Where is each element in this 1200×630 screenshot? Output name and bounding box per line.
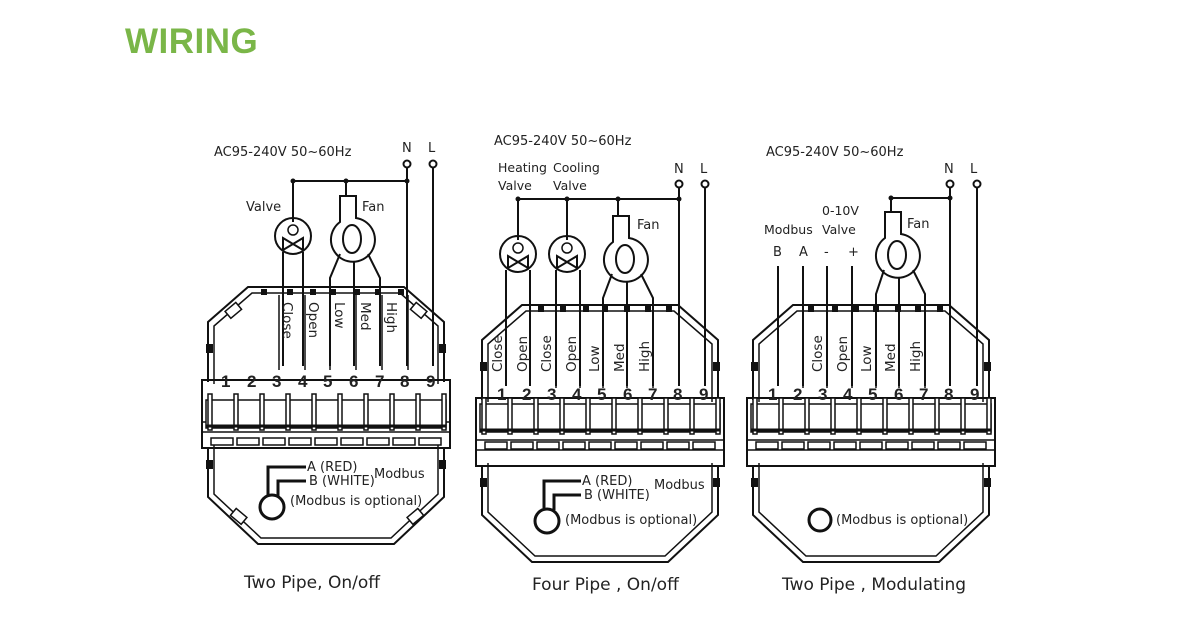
terminal-number: 2 <box>247 372 256 391</box>
pin-minus-label: - <box>824 245 829 260</box>
terminal-label-close: Close <box>490 335 506 372</box>
modbus-optional-note: (Modbus is optional) <box>836 513 968 528</box>
pin-plus-label: + <box>848 245 859 260</box>
valve-label: Valve <box>822 222 856 237</box>
terminal-number: 1 <box>497 385 506 404</box>
cooling-valve-label: Cooling <box>553 160 600 175</box>
valve-motor-icon <box>274 217 312 255</box>
terminal-number: 8 <box>944 385 953 404</box>
modbus-label: Modbus <box>374 467 425 482</box>
diagram-caption: Four Pipe , On/off <box>532 575 680 595</box>
page-title: WIRING <box>125 22 259 61</box>
terminal-label-close: Close <box>539 335 555 372</box>
terminal-label-low: Low <box>331 302 347 329</box>
cooling-valve-label-2: Valve <box>553 178 587 193</box>
neutral-label: N <box>674 162 684 177</box>
terminal-number: 6 <box>894 385 903 404</box>
diagram-two-pipe-modulating: AC95-240V 50~60Hz N L 0-10V Modbus Valve… <box>746 145 996 595</box>
cooling-valve-icon <box>548 235 586 273</box>
heating-valve-label: Heating <box>498 160 547 175</box>
fan-label: Fan <box>907 217 930 232</box>
diagram-two-pipe-onoff: AC95-240V 50~60Hz N L Valve Fan Close Op <box>201 141 451 593</box>
terminal-label-med: Med <box>357 302 373 331</box>
terminal-number: 9 <box>970 385 979 404</box>
fan-label: Fan <box>637 218 660 233</box>
modbus-label: Modbus <box>654 478 705 493</box>
terminal-label-high: High <box>908 341 924 372</box>
terminal-number: 6 <box>623 385 632 404</box>
pin-b-label: B <box>773 245 782 260</box>
diagram-caption: Two Pipe, On/off <box>243 573 381 593</box>
terminal-number: 9 <box>426 372 435 391</box>
modbus-optional-note: (Modbus is optional) <box>290 494 422 509</box>
diagram-four-pipe-onoff: AC95-240V 50~60Hz N L Heating Valve Cool… <box>475 134 725 595</box>
modbus-optional-note: (Modbus is optional) <box>565 513 697 528</box>
valve-voltage-label: 0-10V <box>822 203 859 218</box>
terminal-number: 9 <box>699 385 708 404</box>
terminal-number: 5 <box>868 385 877 404</box>
terminal-label-high: High <box>637 341 653 372</box>
terminal-label-med: Med <box>612 343 628 372</box>
neutral-terminal-icon <box>674 179 684 189</box>
terminal-label-open: Open <box>835 336 851 372</box>
live-terminal-icon <box>972 179 982 189</box>
terminal-label-med: Med <box>883 343 899 372</box>
terminal-label-open: Open <box>305 302 321 338</box>
neutral-terminal-icon <box>945 179 955 189</box>
modbus-port-icon <box>533 507 561 535</box>
heating-valve-icon <box>499 235 537 273</box>
terminal-label-open: Open <box>515 336 531 372</box>
valve-label: Valve <box>246 200 281 215</box>
live-terminal-icon <box>700 179 710 189</box>
terminal-number: 4 <box>572 385 582 404</box>
terminal-numbers: 1 2 3 4 5 6 7 8 9 <box>768 385 979 404</box>
modbus-a-label: A (RED) <box>307 460 357 475</box>
neutral-label: N <box>402 141 412 156</box>
heating-valve-label-2: Valve <box>498 178 532 193</box>
terminal-numbers: 1 2 3 4 5 6 7 8 9 <box>221 372 435 391</box>
terminal-number: 5 <box>597 385 606 404</box>
terminal-number: 3 <box>547 385 556 404</box>
terminal-number: 8 <box>673 385 682 404</box>
terminal-number: 6 <box>349 372 358 391</box>
modbus-b-label: B (WHITE) <box>309 474 375 489</box>
live-label: L <box>428 141 436 156</box>
terminal-number: 3 <box>272 372 281 391</box>
supply-label: AC95-240V 50~60Hz <box>766 145 904 160</box>
terminal-label-low: Low <box>859 345 875 372</box>
pin-a-label: A <box>799 245 808 260</box>
terminal-number: 1 <box>768 385 777 404</box>
supply-label: AC95-240V 50~60Hz <box>494 134 632 149</box>
terminal-label-high: High <box>383 302 399 333</box>
fan-label: Fan <box>362 200 385 215</box>
live-label: L <box>970 162 978 177</box>
modbus-port-icon <box>807 507 833 533</box>
supply-label: AC95-240V 50~60Hz <box>214 145 352 160</box>
live-label: L <box>700 162 708 177</box>
modbus-label: Modbus <box>764 222 813 237</box>
live-terminal-icon <box>428 159 438 169</box>
terminal-label-close: Close <box>279 302 295 339</box>
modbus-port-icon <box>258 493 286 521</box>
neutral-terminal-icon <box>402 159 412 169</box>
terminal-number: 2 <box>793 385 802 404</box>
terminal-label-low: Low <box>587 345 603 372</box>
terminal-number: 4 <box>298 372 308 391</box>
terminal-numbers: 1 2 3 4 5 6 7 8 9 <box>497 385 708 404</box>
terminal-number: 5 <box>323 372 332 391</box>
diagram-caption: Two Pipe , Modulating <box>781 575 966 595</box>
terminal-label-close: Close <box>810 335 826 372</box>
modbus-a-label: A (RED) <box>582 474 632 489</box>
terminal-number: 7 <box>919 385 928 404</box>
terminal-number: 7 <box>648 385 657 404</box>
terminal-number: 4 <box>843 385 853 404</box>
terminal-label-open: Open <box>564 336 580 372</box>
terminal-number: 8 <box>400 372 409 391</box>
terminal-number: 7 <box>375 372 384 391</box>
terminal-number: 3 <box>818 385 827 404</box>
terminal-number: 2 <box>522 385 531 404</box>
modbus-b-label: B (WHITE) <box>584 488 650 503</box>
neutral-label: N <box>944 162 954 177</box>
terminal-number: 1 <box>221 372 230 391</box>
